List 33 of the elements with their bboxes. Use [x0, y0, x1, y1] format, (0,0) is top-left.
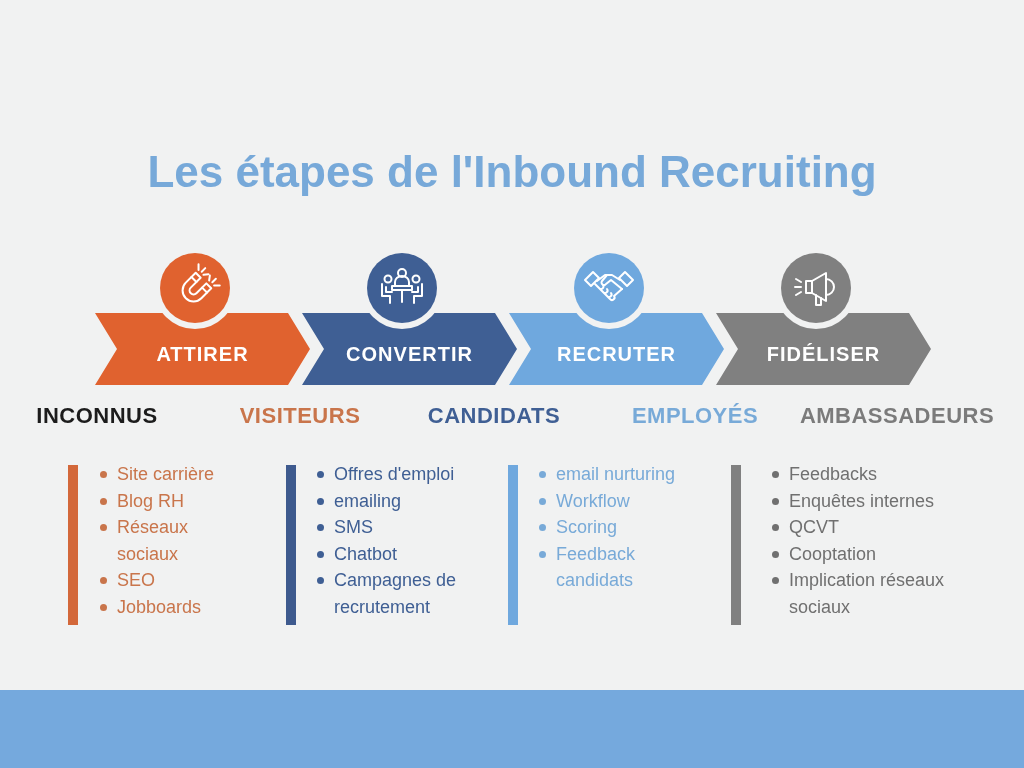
stage-heading: AMBASSADEURS: [799, 403, 995, 429]
chevron-step: [716, 313, 931, 385]
list-item: SEO: [97, 567, 155, 594]
stage-heading: VISITEURS: [239, 403, 361, 429]
stage-heading: INCONNUS: [36, 403, 158, 429]
chevron-step: [509, 313, 724, 385]
step-label: ATTIRER: [156, 342, 249, 366]
chevron-step: [302, 313, 517, 385]
list-item: Feedbacks: [769, 461, 878, 488]
list-item: Enquêtes internes: [769, 487, 935, 515]
step-label: CONVERTIR: [346, 342, 473, 366]
list-item: Site carrière: [97, 461, 215, 488]
list-item: Cooptation: [769, 540, 877, 568]
list-item: Feedback candidats: [536, 540, 696, 594]
list-item: Chatbot: [314, 540, 398, 568]
step-label: RECRUTER: [556, 342, 677, 366]
list-item: Offres d'emploi: [314, 461, 455, 488]
list-item: Blog RH: [97, 487, 185, 515]
list-item: Réseaux sociaux: [97, 514, 229, 568]
list-item: Workflow: [536, 487, 630, 515]
list-item: SMS: [314, 514, 373, 541]
list-item: emailing: [314, 487, 402, 515]
stage-heading: CANDIDATS: [427, 403, 561, 429]
list-item: QCVT: [769, 514, 839, 541]
list-item: Jobboards: [97, 593, 202, 621]
list-item: email nurturing: [536, 461, 676, 488]
list-item: Implication réseaux sociaux: [769, 567, 969, 621]
list-item: Campagnes de recrutement: [314, 567, 474, 621]
stage-heading: EMPLOYÉS: [631, 403, 759, 429]
step-label: FIDÉLISER: [766, 342, 881, 366]
list-item: Scoring: [536, 514, 618, 541]
title: Les étapes de l'Inbound Recruiting: [147, 146, 877, 198]
chevron-step: [95, 313, 310, 385]
